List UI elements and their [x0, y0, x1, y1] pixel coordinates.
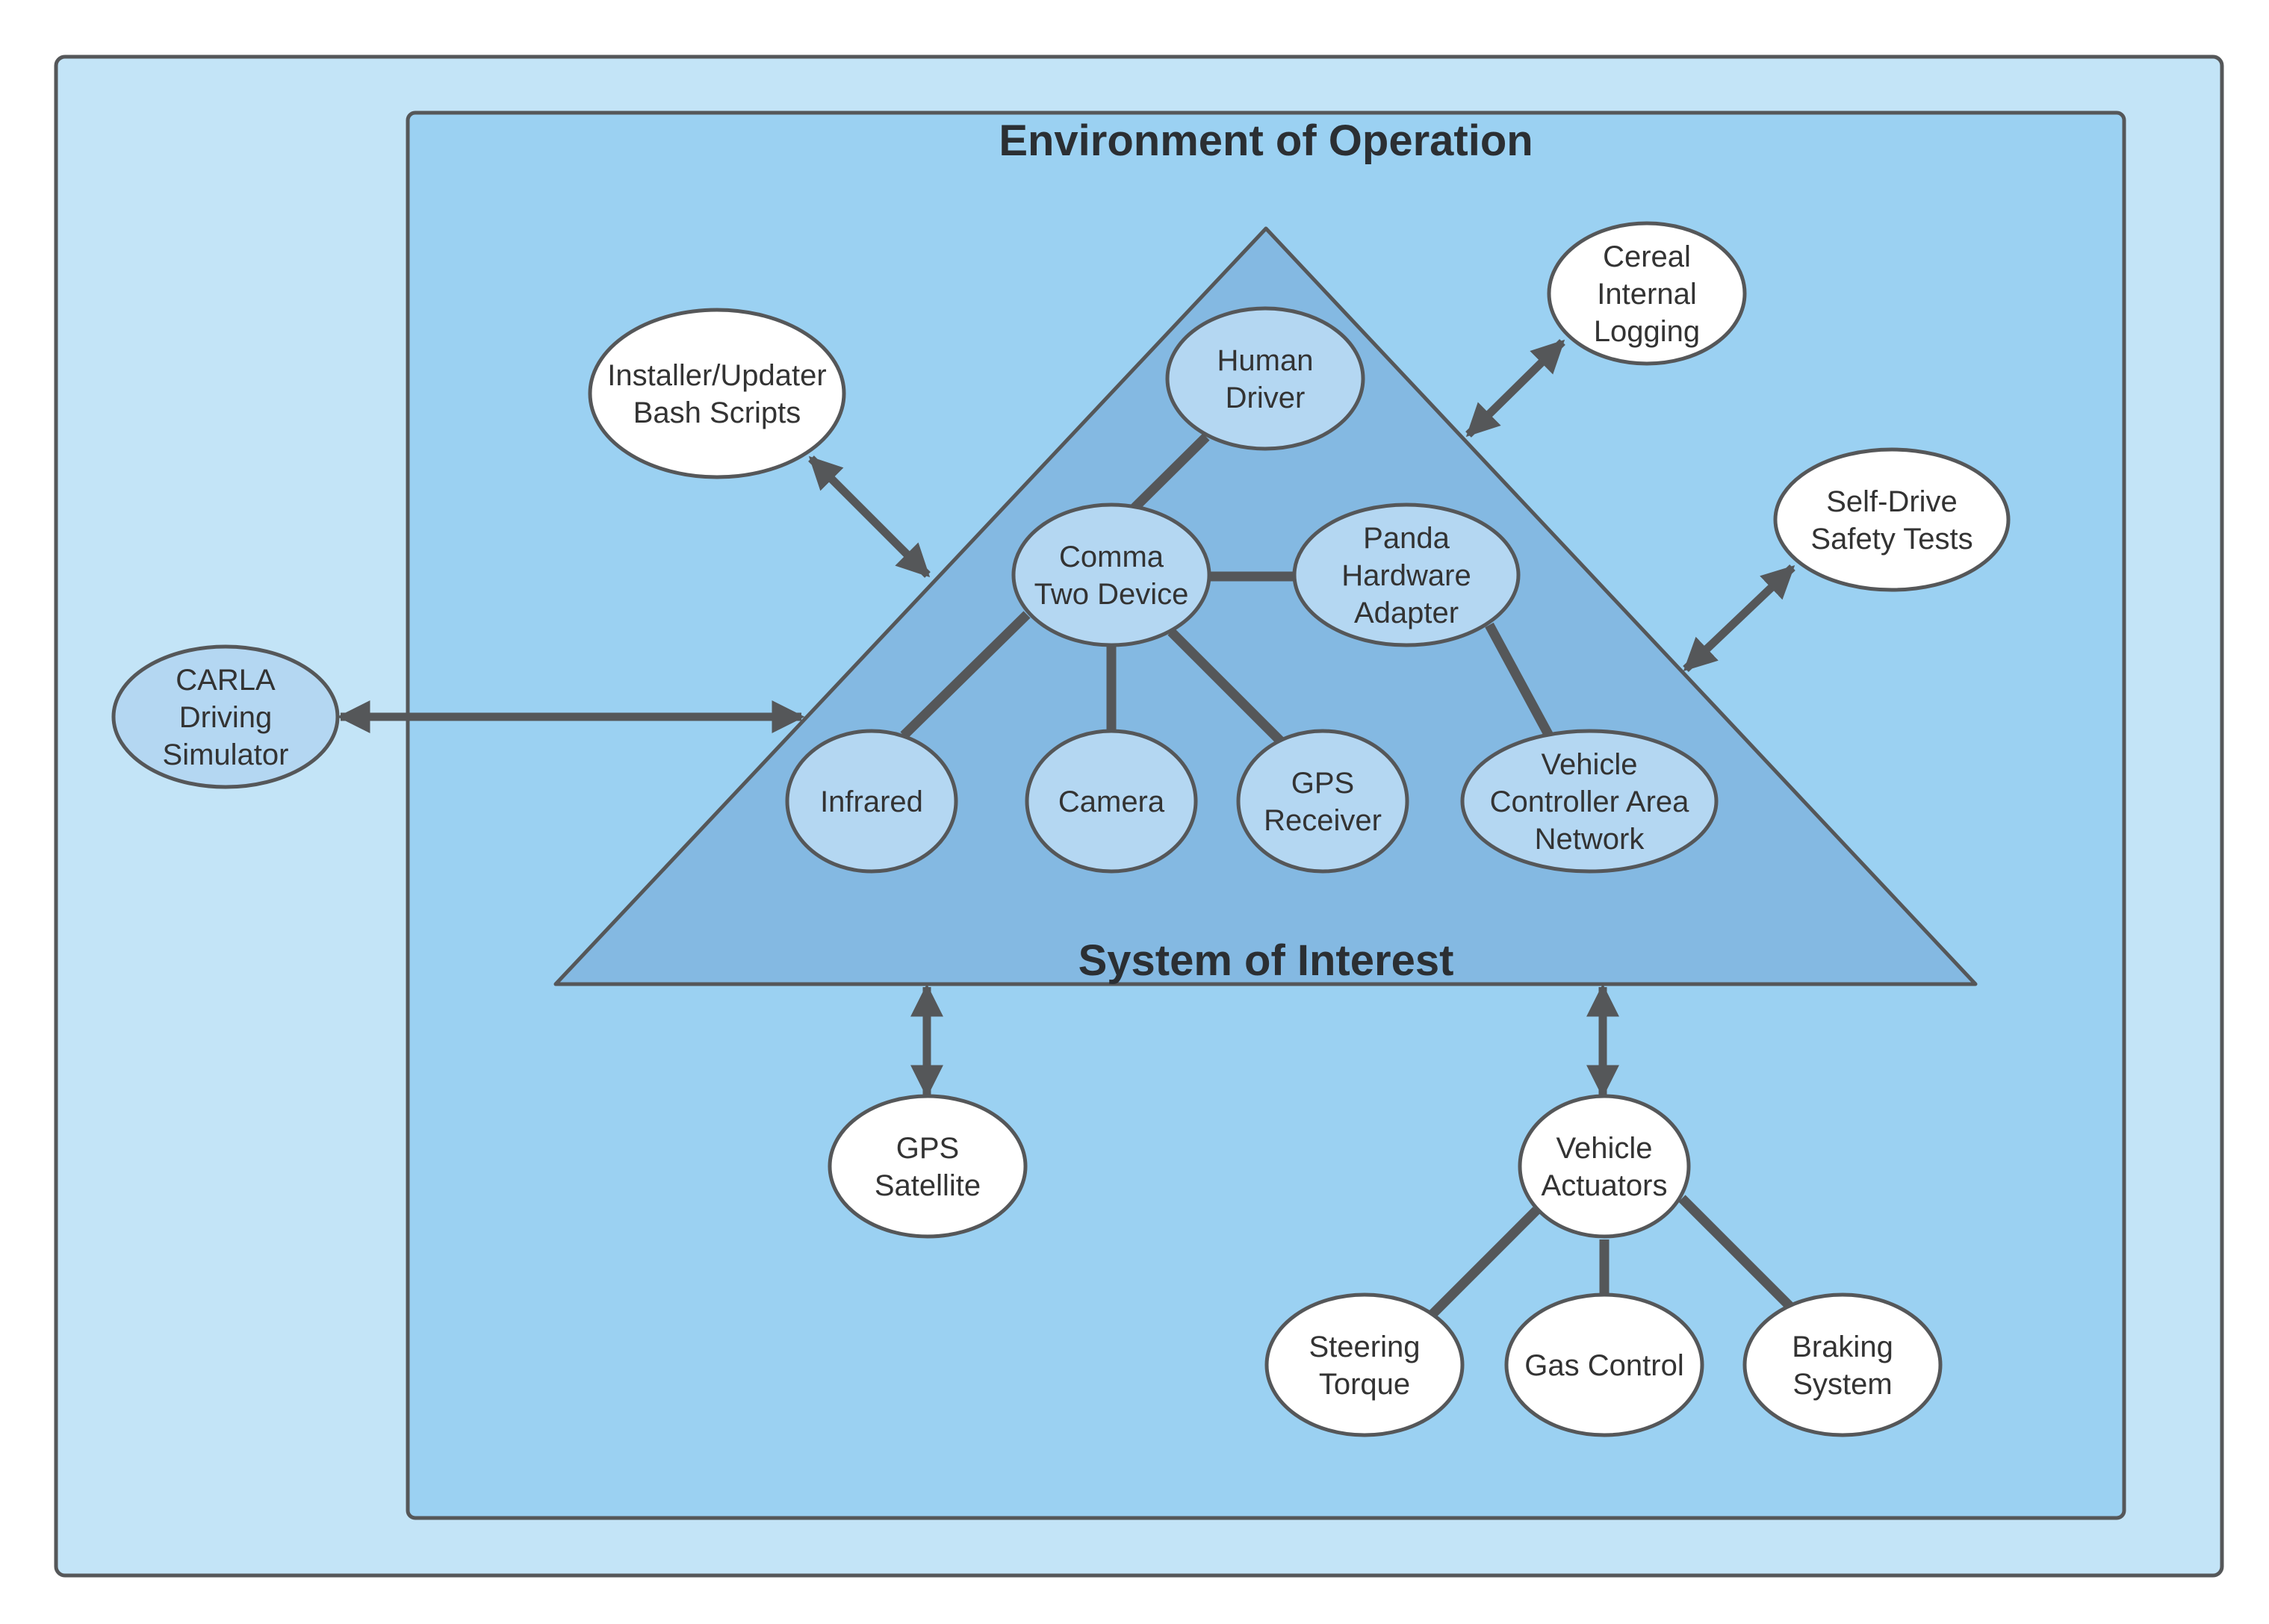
label-line: Internal	[1597, 278, 1696, 311]
node-gas-control: Gas Control	[1504, 1292, 1704, 1437]
label-line: Hardware	[1341, 559, 1471, 592]
label-line: GPS	[896, 1132, 959, 1165]
arrow-cereal	[1465, 339, 1565, 438]
node-infrared-label: Infrared	[820, 785, 923, 818]
label-line: Safety Tests	[1810, 523, 1972, 556]
label-line: Camera	[1058, 785, 1165, 818]
label-line: Braking	[1792, 1331, 1893, 1363]
node-camera: Camera	[1025, 729, 1198, 874]
label-line: Panda	[1363, 522, 1450, 555]
label-line: Actuators	[1542, 1169, 1668, 1202]
label-line: Bash Scripts	[633, 396, 801, 429]
label-line: Logging	[1594, 315, 1700, 348]
label-line: GPS	[1291, 767, 1354, 800]
node-camera-label: Camera	[1058, 785, 1165, 818]
label-line: CARLA	[176, 664, 276, 697]
label-line: Torque	[1319, 1368, 1410, 1401]
label-line: Adapter	[1354, 597, 1459, 629]
label-line: Vehicle	[1556, 1132, 1653, 1165]
link-comma-gps-receiver	[1167, 628, 1285, 745]
label-line: Satellite	[875, 1169, 981, 1202]
environment-title: Environment of Operation	[999, 116, 1533, 165]
node-gps-receiver-label: GPS Receiver	[1264, 767, 1382, 837]
label-line: Installer/Updater	[607, 359, 826, 392]
interface-arrows	[337, 339, 1795, 1098]
label-line: Vehicle	[1542, 748, 1638, 781]
link-comma-infrared	[900, 611, 1031, 739]
label-line: Two Device	[1034, 578, 1189, 611]
arrow-self-drive	[1683, 564, 1795, 672]
node-gps-satellite-label: GPS Satellite	[875, 1132, 981, 1202]
link-panda-can	[1485, 622, 1554, 740]
node-gas-control-label: Gas Control	[1524, 1349, 1683, 1382]
node-gps-receiver: GPS Receiver	[1236, 729, 1409, 874]
link-actuators-steering	[1427, 1207, 1540, 1319]
actuator-connections	[1427, 1195, 1795, 1319]
label-line: Self-Drive	[1826, 485, 1958, 518]
label-line: Steering	[1309, 1331, 1421, 1363]
label-line: Network	[1535, 823, 1645, 856]
label-line: Driving	[179, 701, 272, 734]
link-human-comma	[1130, 433, 1210, 512]
label-line: Gas Control	[1524, 1349, 1683, 1382]
system-title: System of Interest	[1078, 936, 1454, 985]
node-gps-satellite: GPS Satellite	[828, 1094, 1028, 1239]
arrow-installer	[808, 455, 931, 578]
label-line: Driver	[1226, 382, 1306, 414]
node-infrared: Infrared	[785, 729, 958, 874]
label-line: Simulator	[163, 738, 289, 771]
label-line: Infrared	[820, 785, 923, 818]
link-actuators-braking	[1678, 1195, 1795, 1312]
internal-connections	[900, 433, 1554, 745]
label-line: Comma	[1059, 541, 1164, 573]
label-line: Controller Area	[1490, 785, 1690, 818]
label-line: Receiver	[1264, 804, 1382, 837]
label-line: Human	[1217, 344, 1314, 377]
label-line: Cereal	[1603, 240, 1691, 273]
label-line: System	[1792, 1368, 1892, 1401]
